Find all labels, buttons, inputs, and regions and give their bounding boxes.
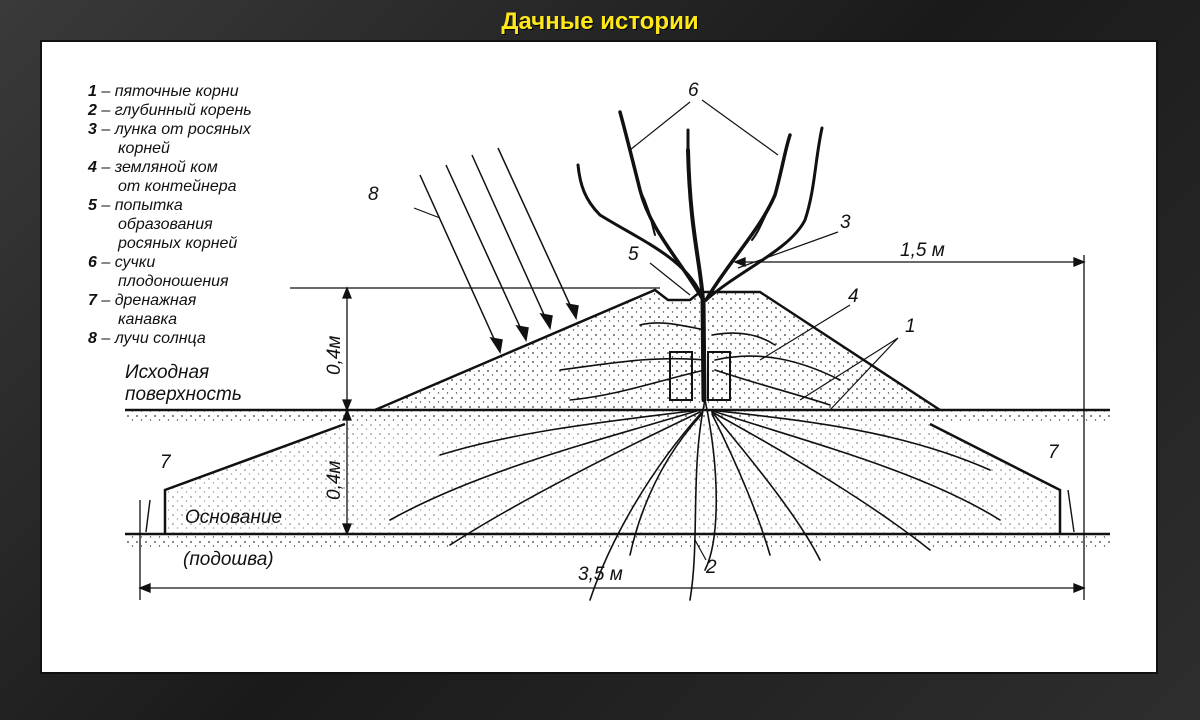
- planting-mound-diagram: 1 – пяточные корни 2 – глубинный корень 3 …: [87, 80, 1110, 601]
- mound: [375, 290, 940, 410]
- legend-text: образования: [118, 216, 213, 233]
- legend-item-4-line-2: от контейнера: [118, 178, 237, 195]
- roots: [389, 322, 1001, 601]
- legend-text: – глубинный корень: [100, 102, 251, 119]
- callout-5: 5: [628, 244, 639, 265]
- callout-7-left: 7: [160, 452, 172, 473]
- legend-text: – лучи солнца: [100, 330, 206, 347]
- legend: 1 – пяточные корни 2 – глубинный корень 3 …: [87, 83, 252, 347]
- legend-item-2: 2 – глубинный корень: [87, 102, 252, 119]
- callout-2: 2: [705, 557, 717, 578]
- mound-outline: [374, 288, 941, 412]
- legend-text: корней: [118, 140, 170, 157]
- legend-item-5-line-2: образования: [118, 216, 213, 233]
- dim-width-bottom: 3,5 м: [578, 564, 623, 585]
- callout-6: 6: [688, 80, 699, 101]
- drainage-groove-left: [145, 499, 151, 533]
- dim-height-lower: 0,4м: [324, 461, 345, 500]
- legend-text: – дренажная: [100, 292, 196, 309]
- legend-item-3: 3 – лунка от росяных: [88, 121, 252, 138]
- legend-item-4: 4 – земляной ком: [87, 159, 218, 176]
- trench-fill: [165, 424, 1060, 534]
- surface-band: [125, 410, 1110, 424]
- container-clod-right: [707, 351, 731, 401]
- legend-text: от контейнера: [118, 178, 237, 195]
- drainage-groove-right: [1067, 489, 1075, 533]
- label-surface-1: Исходная: [125, 362, 209, 383]
- legend-item-7-line-2: канавка: [118, 311, 177, 328]
- legend-number-2: 2: [87, 102, 101, 119]
- trench-outline: [163, 422, 1062, 534]
- legend-text: – попытка: [100, 197, 183, 214]
- sun-rays: [419, 147, 579, 355]
- legend-text: – пяточные корни: [100, 83, 238, 100]
- seedling: [576, 110, 824, 403]
- legend-text: канавка: [118, 311, 177, 328]
- legend-item-5-line-3: росяных корней: [117, 235, 237, 252]
- callout-1: 1: [905, 316, 916, 337]
- legend-item-3-line-2: корней: [118, 140, 170, 157]
- dim-width-top: 1,5 м: [900, 240, 945, 261]
- label-surface-2: поверхность: [125, 384, 242, 405]
- legend-number-7: 7: [88, 292, 101, 309]
- legend-number-3: 3: [88, 121, 101, 138]
- callout-8: 8: [368, 184, 379, 205]
- legend-item-7: 7 – дренажная: [88, 292, 197, 309]
- legend-number-8: 8: [88, 330, 101, 347]
- legend-number-6: 6: [88, 254, 101, 271]
- callout-4: 4: [848, 286, 859, 307]
- legend-item-5: 5 – попытка: [88, 197, 183, 214]
- legend-item-8: 8 – лучи солнца: [88, 330, 206, 347]
- banner-title: Дачные истории: [501, 8, 699, 35]
- diagram-panel: 1 – пяточные корни 2 – глубинный корень 3 …: [42, 42, 1156, 672]
- dim-height-upper: 0,4м: [324, 336, 345, 375]
- legend-item-6-line-2: плодоношения: [118, 273, 229, 290]
- leaders: [413, 99, 899, 561]
- label-base-2: (подошва): [183, 549, 274, 570]
- dimensions: [138, 255, 1086, 600]
- legend-number-4: 4: [87, 159, 101, 176]
- base-band: [125, 534, 1110, 548]
- legend-text: – земляной ком: [100, 159, 217, 176]
- legend-item-1: 1 – пяточные корни: [88, 83, 239, 100]
- callout-3: 3: [840, 212, 851, 233]
- legend-text: плодоношения: [118, 273, 229, 290]
- legend-number-1: 1: [88, 83, 101, 100]
- legend-text: – лунка от росяных: [100, 121, 251, 138]
- legend-item-6: 6 – сучки: [88, 254, 155, 271]
- callout-7-right: 7: [1048, 442, 1060, 463]
- label-base-1: Основание: [185, 507, 282, 528]
- legend-text: росяных корней: [117, 235, 237, 252]
- legend-text: – сучки: [100, 254, 155, 271]
- legend-number-5: 5: [88, 197, 101, 214]
